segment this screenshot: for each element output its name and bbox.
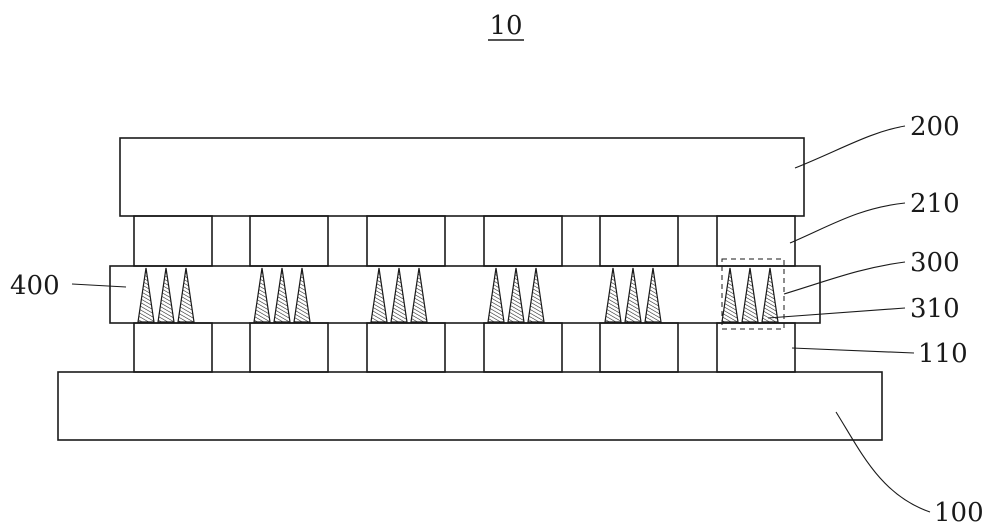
spike [274,268,290,322]
spike [371,268,387,322]
spike [762,268,778,322]
top-pad [134,216,212,266]
leader-210 [790,203,905,243]
spike [645,268,661,322]
spike [625,268,641,322]
bottom-substrate [58,372,882,440]
top-pad [250,216,328,266]
label-210: 210 [910,189,960,219]
bottom-pad [484,323,562,372]
leader-100 [836,412,930,512]
bottom-pad [250,323,328,372]
top-pad [717,216,795,266]
spike-groups [138,268,778,322]
spike [138,268,154,322]
leader-110 [792,348,914,353]
middle-layer [110,266,820,323]
top-pad [600,216,678,266]
label-310: 310 [910,294,960,324]
spike [605,268,621,322]
spike [254,268,270,322]
label-200: 200 [910,112,960,142]
top-substrate [120,138,804,216]
top-pad [484,216,562,266]
label-100: 100 [934,498,984,528]
label-400: 400 [10,271,60,301]
figure-number: 10 [489,11,522,41]
spike [391,268,407,322]
bottom-pad [367,323,445,372]
top-pads [134,216,795,266]
bottom-pad [717,323,795,372]
leader-310 [768,308,905,318]
spike [742,268,758,322]
spike [294,268,310,322]
spike [411,268,427,322]
spike [178,268,194,322]
spike [488,268,504,322]
bottom-pads [134,323,795,372]
spike [508,268,524,322]
label-300: 300 [910,248,960,278]
label-110: 110 [918,339,968,369]
spike [528,268,544,322]
bottom-pad [600,323,678,372]
spike [722,268,738,322]
leader-400 [72,284,126,287]
spike [158,268,174,322]
bottom-pad [134,323,212,372]
top-pad [367,216,445,266]
leader-200 [795,126,905,168]
